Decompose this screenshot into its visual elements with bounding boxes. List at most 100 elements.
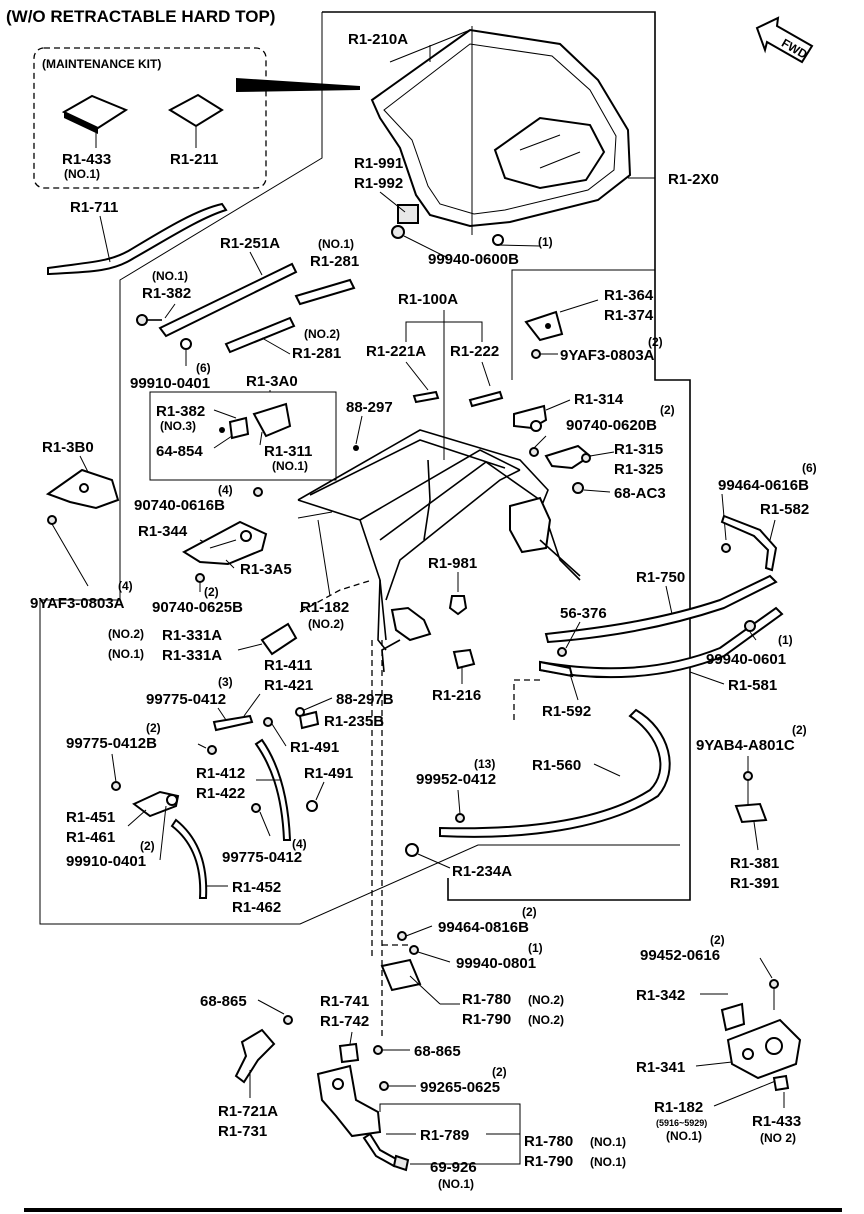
- bracket-r1-364: [524, 310, 564, 342]
- label-r1-411: R1-411: [264, 657, 312, 674]
- qty-99265-0625: (2): [492, 1065, 507, 1079]
- label-no1-r1-311: (NO.1): [272, 459, 308, 473]
- label-r1-251a: R1-251A: [220, 235, 280, 252]
- label-r1-750: R1-750: [636, 569, 685, 586]
- patch-r1-433-no2: [772, 1074, 790, 1092]
- qty-99775-0412-b: (4): [292, 837, 307, 851]
- label-r1-731: R1-731: [218, 1123, 267, 1140]
- label-r1-721a: R1-721A: [218, 1103, 278, 1120]
- qty-99940-0601: (1): [778, 633, 793, 647]
- diagram-title: (W/O RETRACTABLE HARD TOP): [6, 7, 275, 26]
- weatherstrip-r1-711: [47, 202, 228, 276]
- label-r1-780-b: R1-780: [524, 1133, 573, 1150]
- label-99775-0412-b: 99775-0412: [222, 849, 302, 866]
- label-r1-592: R1-592: [542, 703, 591, 720]
- label-r1-412: R1-412: [196, 765, 245, 782]
- label-90740-0616b: 90740-0616B: [134, 497, 225, 514]
- label-r1-711: R1-711: [70, 199, 118, 216]
- qty-99910-0401b: (2): [140, 839, 155, 853]
- label-r1-331a-a: R1-331A: [162, 627, 222, 644]
- label-no2-r1-281: (NO.2): [304, 327, 340, 341]
- label-68-ac3: 68-AC3: [614, 485, 666, 502]
- label-r1-315: R1-315: [614, 441, 663, 458]
- bracket-r1-311: [252, 402, 292, 438]
- label-r1-790-a: R1-790: [462, 1011, 511, 1028]
- label-no1-r1-790: (NO.1): [590, 1155, 626, 1169]
- label-68-865-a: 68-865: [200, 993, 247, 1010]
- label-88-297: 88-297: [346, 399, 393, 416]
- latch-r1-341: [726, 1018, 802, 1080]
- label-64-854: 64-854: [156, 443, 203, 460]
- label-r1-3a5: R1-3A5: [240, 561, 292, 578]
- group-outline-main: [39, 12, 680, 925]
- cable-r1-789: [362, 1132, 400, 1168]
- label-no1: (NO.1): [64, 167, 100, 181]
- label-r1-433-b: R1-433: [752, 1113, 801, 1130]
- label-90740-0625b: 90740-0625B: [152, 599, 243, 616]
- label-r1-391: R1-391: [730, 875, 779, 892]
- label-r1-311: R1-311: [264, 443, 312, 460]
- qty-99910-0401: (6): [196, 361, 211, 375]
- label-r1-742: R1-742: [320, 1013, 369, 1030]
- label-r1-211: R1-211: [170, 151, 218, 168]
- bracket-r1-315: [544, 444, 592, 470]
- label-r1-582: R1-582: [760, 501, 809, 518]
- label-no2-r1-433: (NO 2): [760, 1131, 796, 1145]
- label-r1-461: R1-461: [66, 829, 115, 846]
- label-r1-451: R1-451: [66, 809, 115, 826]
- strip-r1-281-no1: [294, 278, 356, 306]
- label-no1-69-926: (NO.1): [438, 1177, 474, 1191]
- kit-pointer-arrow: [236, 78, 360, 92]
- label-99775-0412b: 99775-0412B: [66, 735, 157, 752]
- label-no2-r1-780: (NO.2): [528, 993, 564, 1007]
- qty-99775-0412-a: (3): [218, 675, 233, 689]
- bracket-r1-780-no2: [380, 958, 422, 992]
- label-r1-234a: R1-234A: [452, 863, 512, 880]
- label-r1-3b0: R1-3B0: [42, 439, 94, 456]
- label-99464-0616b: 99464-0616B: [718, 477, 809, 494]
- label-no1-r1-281: (NO.1): [318, 237, 354, 251]
- qty-99775-0412b: (2): [146, 721, 161, 735]
- label-r1-182-b: R1-182: [654, 1099, 703, 1116]
- label-r1-491-a: R1-491: [290, 739, 339, 756]
- label-r1-314: R1-314: [574, 391, 624, 408]
- patch-part-r1-211: [167, 93, 224, 128]
- label-r1-216: R1-216: [432, 687, 481, 704]
- label-r1-421: R1-421: [264, 677, 313, 694]
- strip-r1-592: [539, 660, 574, 678]
- label-no1-r1-182: (NO.1): [666, 1129, 702, 1143]
- forward-arrow-icon: FWD: [755, 16, 814, 64]
- qty-99452-0616: (2): [710, 933, 725, 947]
- label-99940-0600b: 99940-0600B: [428, 251, 519, 268]
- label-r1-381: R1-381: [730, 855, 779, 872]
- label-no1-r1-382: (NO.1): [152, 269, 188, 283]
- label-r1-422: R1-422: [196, 785, 245, 802]
- strip-r1-251a: [158, 262, 298, 338]
- label-r1-342: R1-342: [636, 987, 685, 1004]
- label-88-297b: 88-297B: [336, 691, 394, 708]
- rail-r1-582: [720, 514, 778, 572]
- label-9yaf3-0803a-b: 9YAF3-0803A: [30, 595, 125, 612]
- cap-r1-331a: [260, 622, 298, 656]
- qty-99464-0616b: (6): [802, 461, 817, 475]
- label-r1-281-no1: R1-281: [310, 253, 359, 270]
- label-99940-0801: 99940-0801: [456, 955, 536, 972]
- label-56-376: 56-376: [560, 605, 607, 622]
- bracket-r1-741: [338, 1042, 360, 1064]
- strip-r1-411: [212, 714, 254, 732]
- label-no1-r1-331a: (NO.1): [108, 647, 144, 661]
- strip-r1-412: [254, 738, 292, 841]
- label-69-926: 69-926: [430, 1159, 477, 1176]
- label-r1-2x0: R1-2X0: [668, 171, 719, 188]
- label-r1-210a: R1-210A: [348, 31, 408, 48]
- label-r1-3a0: R1-3A0: [246, 373, 298, 390]
- label-r1-364: R1-364: [604, 287, 654, 304]
- label-no2-r1-182: (NO.2): [308, 617, 344, 631]
- label-r1-741: R1-741: [320, 993, 369, 1010]
- label-99464-0816b: 99464-0816B: [438, 919, 529, 936]
- label-r1-374: R1-374: [604, 307, 654, 324]
- label-no1-r1-780: (NO.1): [590, 1135, 626, 1149]
- nut-99940-0600b: [391, 225, 405, 239]
- clip-r1-216: [452, 648, 476, 670]
- label-r1-452: R1-452: [232, 879, 281, 896]
